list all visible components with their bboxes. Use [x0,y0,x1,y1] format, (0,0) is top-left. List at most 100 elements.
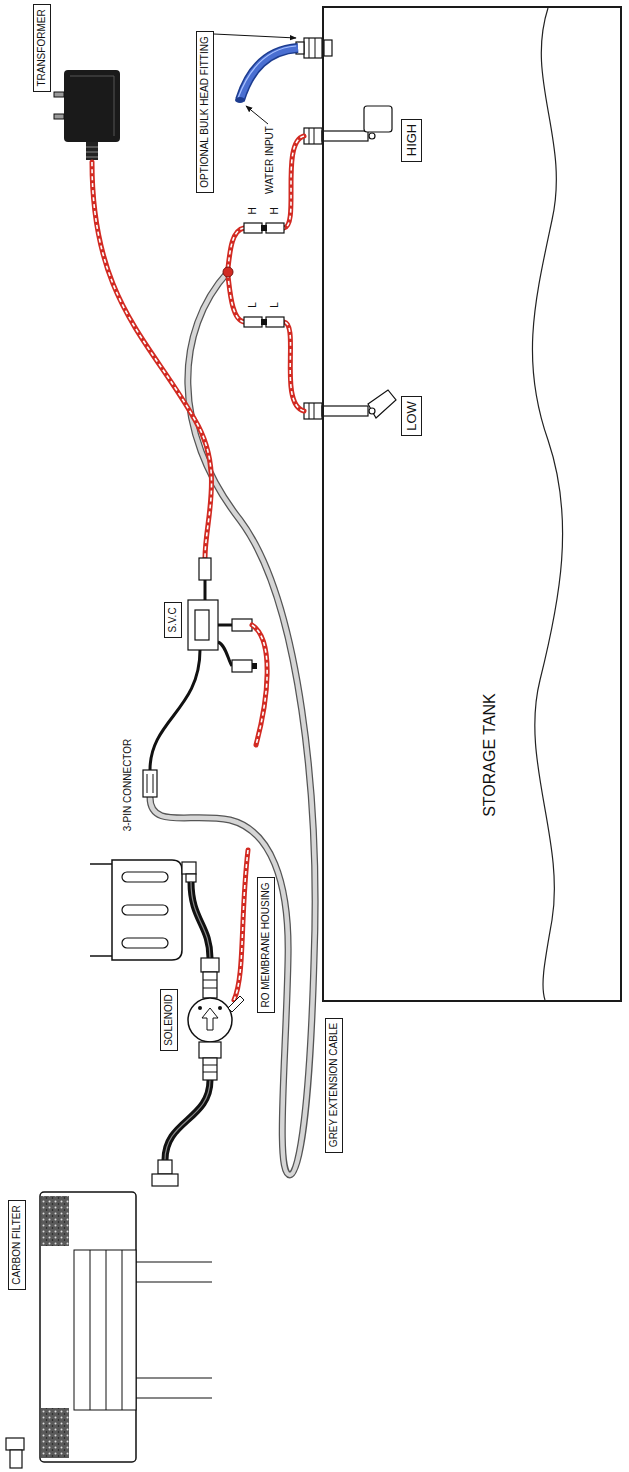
node-text: HIGH [405,124,418,157]
bulkhead-fitting [296,38,332,58]
float-wires [223,136,304,411]
solenoid-valve [202,1008,218,1030]
solenoid-valve [203,1072,217,1073]
carbon-filter [90,1250,91,1410]
float-wires [228,276,244,322]
svc-controller [143,770,157,797]
svc-controller [232,660,252,672]
solenoid-wire [252,625,267,745]
float-wires [284,322,304,411]
float-connectors [244,223,262,233]
carbon-filter [41,1408,69,1458]
low-float-switch [369,408,375,414]
water-input-tube [240,48,298,100]
connector-letter: L [270,302,280,308]
transformer [86,147,98,148]
node-text: CARBON FILTER [12,1205,22,1284]
leader-arrow [214,34,296,124]
carbon-filter [6,1438,24,1450]
flow-label: WATER INPUT [265,126,275,194]
node-text: TRANSFORMER [37,9,47,86]
transformer [64,70,120,142]
solenoid-valve [203,1065,217,1066]
float-wires [223,267,233,277]
transformer [86,157,98,158]
node-text: SOLENOID [164,994,174,1046]
carbon-filter [122,1250,123,1410]
solenoid-valve [201,958,219,972]
float-connectors [244,223,284,327]
node-text: GREY EXTENSION CABLE [329,1023,339,1147]
grey-extension-cable [150,272,315,1175]
carbon-filter [136,1377,212,1378]
grey-extension-cable [150,272,315,1175]
svc-controller [199,558,211,580]
transformer [54,92,64,97]
solenoid-valve [203,1058,217,1080]
float-wires [284,136,304,228]
low-float-switch [304,390,396,419]
high-float-switch [369,133,375,139]
water-input-tube [238,46,296,98]
transformer [86,152,98,153]
water-input-tube [235,97,245,103]
node-text: STORAGE TANK [482,693,498,817]
water-level [532,8,562,1000]
svc-controller [218,624,232,627]
float-wires [284,322,304,411]
carbon-filter [10,1450,22,1468]
bulkhead-fitting [324,40,332,56]
low-float-switch [304,403,322,419]
connector-letter: H [248,207,258,214]
svc-controller [195,610,209,640]
part-label-box: S.V.C [164,602,182,638]
transformer [70,76,114,136]
transformer-wire [92,162,212,558]
svc-controller [252,663,257,669]
svc-controller [143,558,257,797]
high-float-switch [309,128,310,144]
solenoid-valve [203,972,217,998]
transformer [54,70,120,160]
float-connectors [261,225,267,231]
float-connectors [266,317,284,327]
solenoid-valve [198,1006,202,1010]
ro-membrane-housing [122,938,168,948]
carbon-filter [158,1160,172,1174]
ro-membrane-housing [182,862,196,874]
water-input-tube [240,48,298,100]
transformer [86,142,98,160]
bulkhead-fitting [309,38,310,58]
carbon-filter [106,1250,107,1410]
transformer [54,114,64,119]
ro-membrane-housing [90,863,112,865]
carbon-filter [74,1250,136,1410]
ro-membrane-housing [122,872,168,882]
float-wires [228,276,244,322]
tubing [191,882,210,958]
ro-membrane-housing [122,905,168,915]
part-label: 3-PIN CONNECTOR [123,739,133,832]
low-float-switch [309,403,310,419]
transformer-wire [92,162,212,558]
low-float-switch [322,406,368,416]
solenoid-wire [234,850,248,1000]
switch-label-box: LOW [401,396,422,436]
ro-membrane-housing [90,860,196,960]
low-float-switch [368,390,396,418]
float-wires [228,228,244,268]
float-connectors [261,319,267,325]
carbon-filter [6,1160,212,1468]
svc-controller [232,619,252,631]
part-label-box: TRANSFORMER [33,4,51,92]
carbon-filter [41,1196,69,1246]
tubing [165,1080,210,1160]
solenoid-valve [218,1006,222,1010]
carbon-filter [152,1174,178,1186]
solenoid-valve [203,980,217,981]
node-text: LOW [405,401,418,431]
node-text: RO MEMBRANE HOUSING [261,882,271,1007]
svc-controller [153,774,154,793]
float-wires [284,136,304,228]
